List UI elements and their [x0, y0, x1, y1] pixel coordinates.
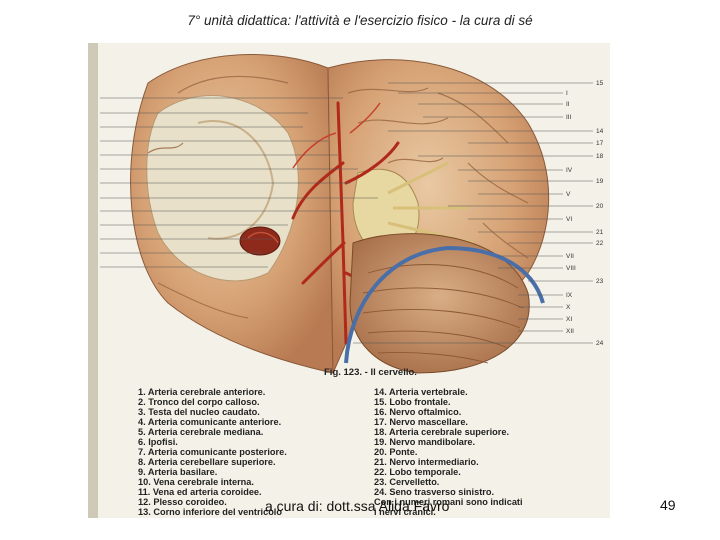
legend-item: 9. Arteria basilare. — [138, 467, 217, 477]
label-V: V — [566, 191, 571, 198]
legend-item: 10. Vena cerebrale interna. — [138, 477, 254, 487]
legend-item: 3. Testa del nucleo caudato. — [138, 407, 260, 417]
page-number: 49 — [660, 497, 676, 513]
label-21: 21 — [596, 229, 604, 236]
label-I: I — [566, 90, 568, 97]
label-23: 23 — [596, 278, 604, 285]
label-20: 20 — [596, 203, 604, 210]
legend-item: 21. Nervo intermediario. — [374, 457, 479, 467]
label-17: 17 — [596, 140, 604, 147]
legend-item: 6. Ipofisi. — [138, 437, 178, 447]
legend-left: 1. Arteria cerebrale anteriore. 2. Tronc… — [138, 387, 287, 517]
legend-item: 17. Nervo mascellare. — [374, 417, 468, 427]
figure-caption: Fig. 123. - Il cervello. — [324, 367, 417, 378]
author-credit: a cura di: dott.ssa Alida Favro — [265, 498, 450, 514]
legend-item: 15. Lobo frontale. — [374, 397, 451, 407]
legend-item: 16. Nervo oftalmico. — [374, 407, 461, 417]
legend-item: 7. Arteria comunicante posteriore. — [138, 447, 287, 457]
label-X: X — [566, 304, 571, 311]
right-labels: 15 I II III 14 17 18 IV 19 V 20 VI 21 22… — [566, 80, 604, 347]
legend-item: 14. Arteria vertebrale. — [374, 387, 468, 397]
legend-item: 13. Corno inferiore del ventricolo — [138, 507, 282, 517]
label-VII: VII — [566, 253, 574, 260]
label-II: II — [566, 101, 570, 108]
label-18: 18 — [596, 153, 604, 160]
legend-right: 14. Arteria vertebrale. 15. Lobo frontal… — [374, 387, 523, 517]
legend-item: 24. Seno trasverso sinistro. — [374, 487, 494, 497]
brain-anatomy-illustration: 15 I II III 14 17 18 IV 19 V 20 VI 21 22… — [88, 43, 610, 518]
legend-item: 20. Ponte. — [374, 447, 417, 457]
label-22: 22 — [596, 240, 604, 247]
legend-item: 11. Vena ed arteria coroidee. — [138, 487, 262, 497]
label-14: 14 — [596, 128, 604, 135]
label-19: 19 — [596, 178, 604, 185]
legend-item: 8. Arteria cerebellare superiore. — [138, 457, 276, 467]
label-VI: VI — [566, 216, 572, 223]
legend-item: 18. Arteria cerebrale superiore. — [374, 427, 509, 437]
label-15: 15 — [596, 80, 604, 87]
legend-item: 19. Nervo mandibolare. — [374, 437, 475, 447]
label-24: 24 — [596, 340, 604, 347]
label-IV: IV — [566, 167, 573, 174]
legend-item: 5. Arteria cerebrale mediana. — [138, 427, 263, 437]
label-XI: XI — [566, 316, 572, 323]
legend-item: 12. Plesso coroideo. — [138, 497, 227, 507]
label-IX: IX — [566, 292, 573, 299]
legend-item: 4. Arteria comunicante anteriore. — [138, 417, 281, 427]
legend-item: Con i numeri romani sono indicati — [374, 497, 523, 507]
legend-item: i nervi cranici. — [374, 507, 436, 517]
label-XII: XII — [566, 328, 574, 335]
label-III: III — [566, 114, 572, 121]
label-VIII: VIII — [566, 265, 576, 272]
slide-title: 7° unità didattica: l'attività e l'eserc… — [187, 13, 533, 28]
legend-item: 2. Tronco del corpo calloso. — [138, 397, 260, 407]
legend-item: 1. Arteria cerebrale anteriore. — [138, 387, 265, 397]
brain-illustration-plate: 15 I II III 14 17 18 IV 19 V 20 VI 21 22… — [88, 43, 610, 518]
legend-item: 23. Cervelletto. — [374, 477, 439, 487]
legend-item: 22. Lobo temporale. — [374, 467, 461, 477]
